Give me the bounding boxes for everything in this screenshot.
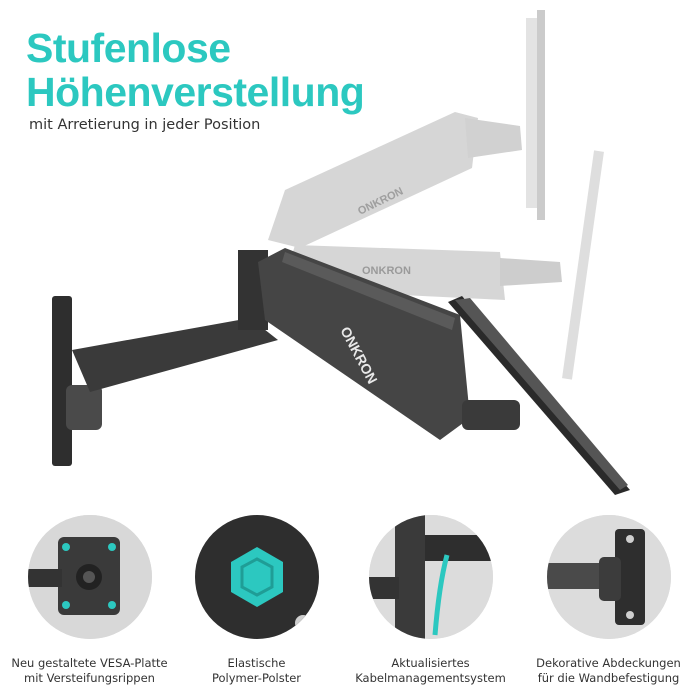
product-illustration: ONKRON ONKRON ONKRON	[52, 10, 630, 495]
feature-cable-line1: Aktualisiertes	[391, 656, 470, 670]
feature-vesa-line1: Neu gestaltete VESA-Platte	[11, 656, 168, 670]
feature-vesa-plate: Neu gestaltete VESA-Platte mit Versteifu…	[2, 505, 177, 686]
feature-cable-line2: Kabelmanagementsystem	[355, 671, 506, 685]
wall-hinge	[66, 385, 102, 430]
lower-arm	[72, 318, 278, 392]
wall-cover-icon	[546, 515, 671, 639]
gas-spring-arm	[258, 248, 470, 440]
cable-management-icon	[368, 515, 493, 639]
headline: Stufenlose Höhenverstellung	[26, 25, 365, 115]
feature-polymer-pad: Elastische Polymer-Polster	[169, 505, 344, 686]
feature-polymer-line2: Polymer-Polster	[211, 671, 302, 685]
feature-wall-line1: Dekorative Abdeckungen	[536, 656, 681, 670]
feature-cable-management: Aktualisiertes Kabelmanagementsystem	[343, 505, 518, 686]
polymer-pad-icon	[194, 515, 319, 639]
feature-wall-line2: für die Wandbefestigung	[537, 671, 680, 685]
headline-line2: Höhenverstellung	[26, 69, 365, 115]
vesa-plate-icon	[27, 515, 152, 639]
feature-polymer-line1: Elastische	[227, 656, 286, 670]
feature-wall-cover: Dekorative Abdeckungen für die Wandbefes…	[521, 505, 696, 686]
wall-plate	[52, 296, 72, 466]
ghost-brand-middle: ONKRON	[362, 265, 411, 277]
feature-vesa-line2: mit Versteifungsrippen	[24, 671, 155, 685]
ghost-arm-top: ONKRON	[268, 10, 545, 248]
headline-line1: Stufenlose	[26, 25, 231, 71]
tilt-head	[462, 400, 520, 430]
headline-subtitle: mit Arretierung in jeder Position	[29, 117, 261, 133]
